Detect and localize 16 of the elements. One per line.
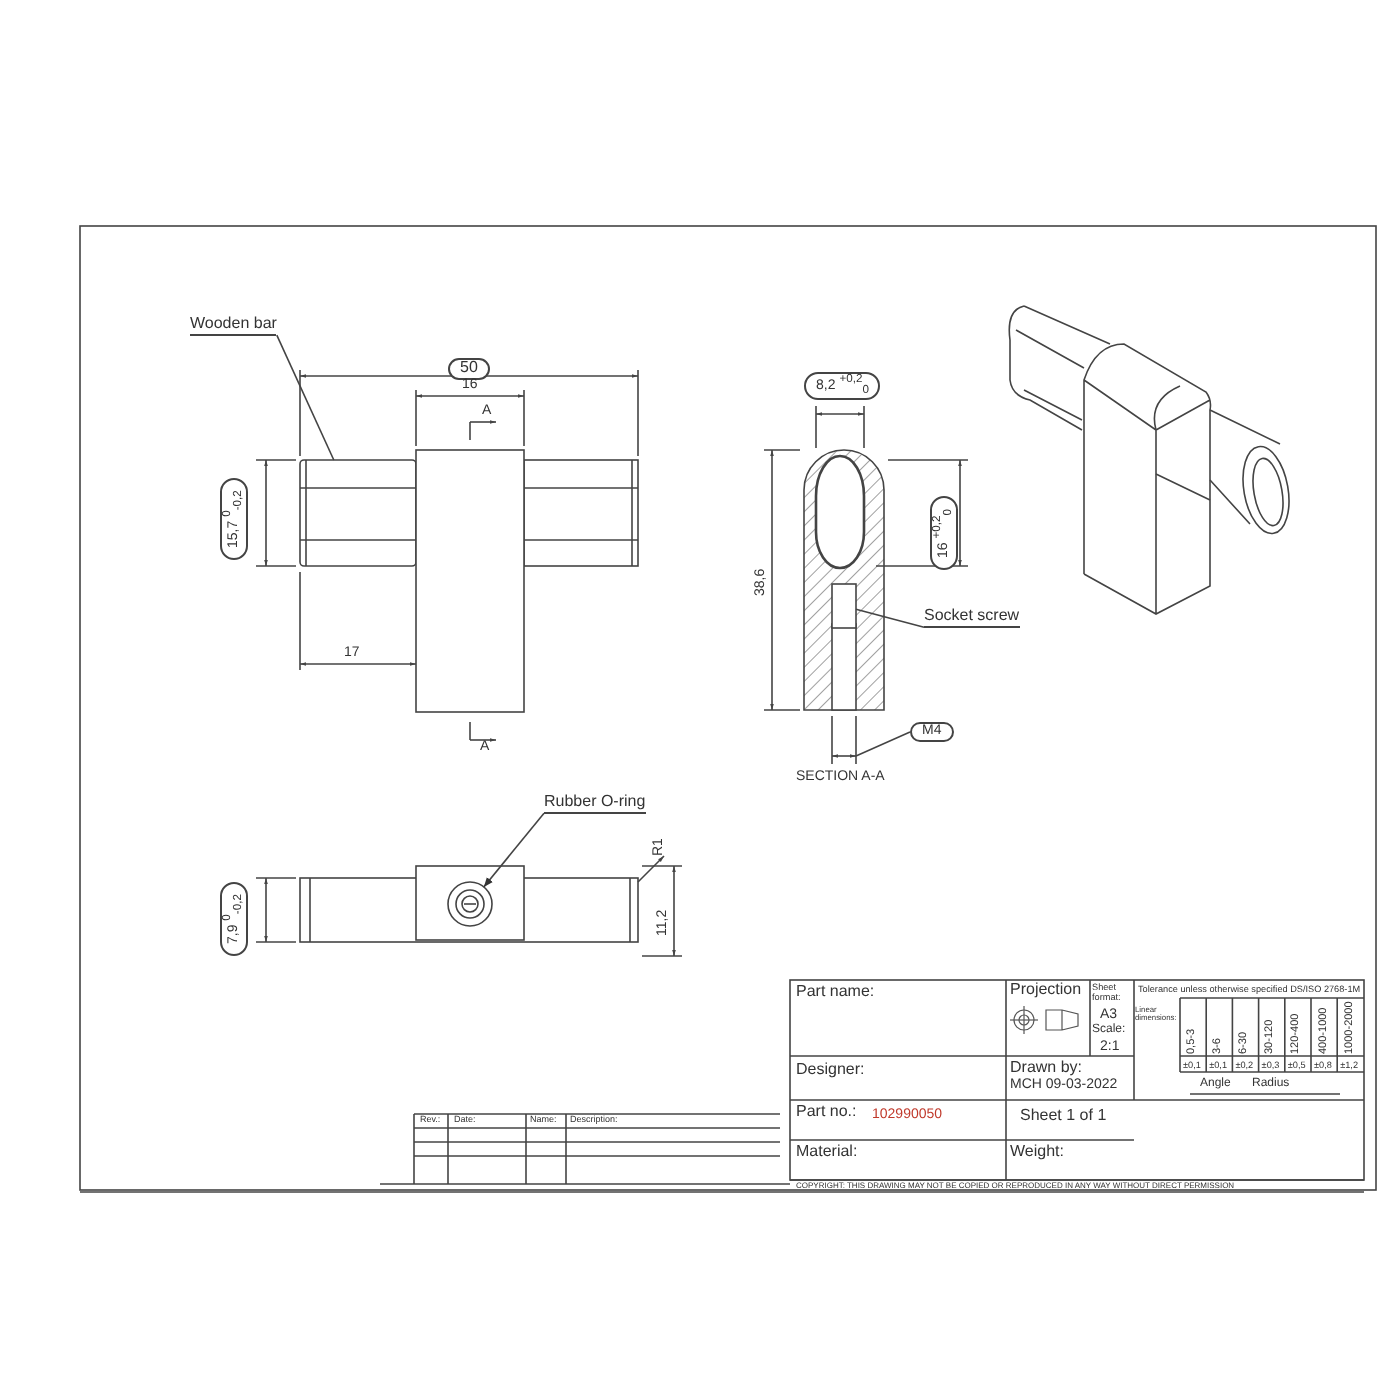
leader-line [483, 812, 545, 888]
title-block-label: Designer: [796, 1062, 865, 1080]
socket-screw [831, 583, 857, 629]
part-callout: Socket screw [924, 606, 1020, 628]
title-block-value: Sheet 1 of 1 [1020, 1108, 1107, 1126]
dimension-value: 50 [448, 358, 490, 380]
o-ring [447, 881, 493, 927]
part-callout: Wooden bar [190, 314, 277, 336]
title-block-label: Drawn by: [1010, 1060, 1083, 1078]
title-block-label: Part name: [796, 984, 875, 1002]
title-block-label: Material: [796, 1144, 858, 1162]
title-block-label: Part no.: [796, 1104, 857, 1122]
leader-line [276, 334, 335, 461]
title-block-label: Weight: [1010, 1144, 1064, 1162]
part-callout: Rubber O-ring [544, 792, 646, 814]
title-block-label: Projection [1010, 982, 1082, 1000]
